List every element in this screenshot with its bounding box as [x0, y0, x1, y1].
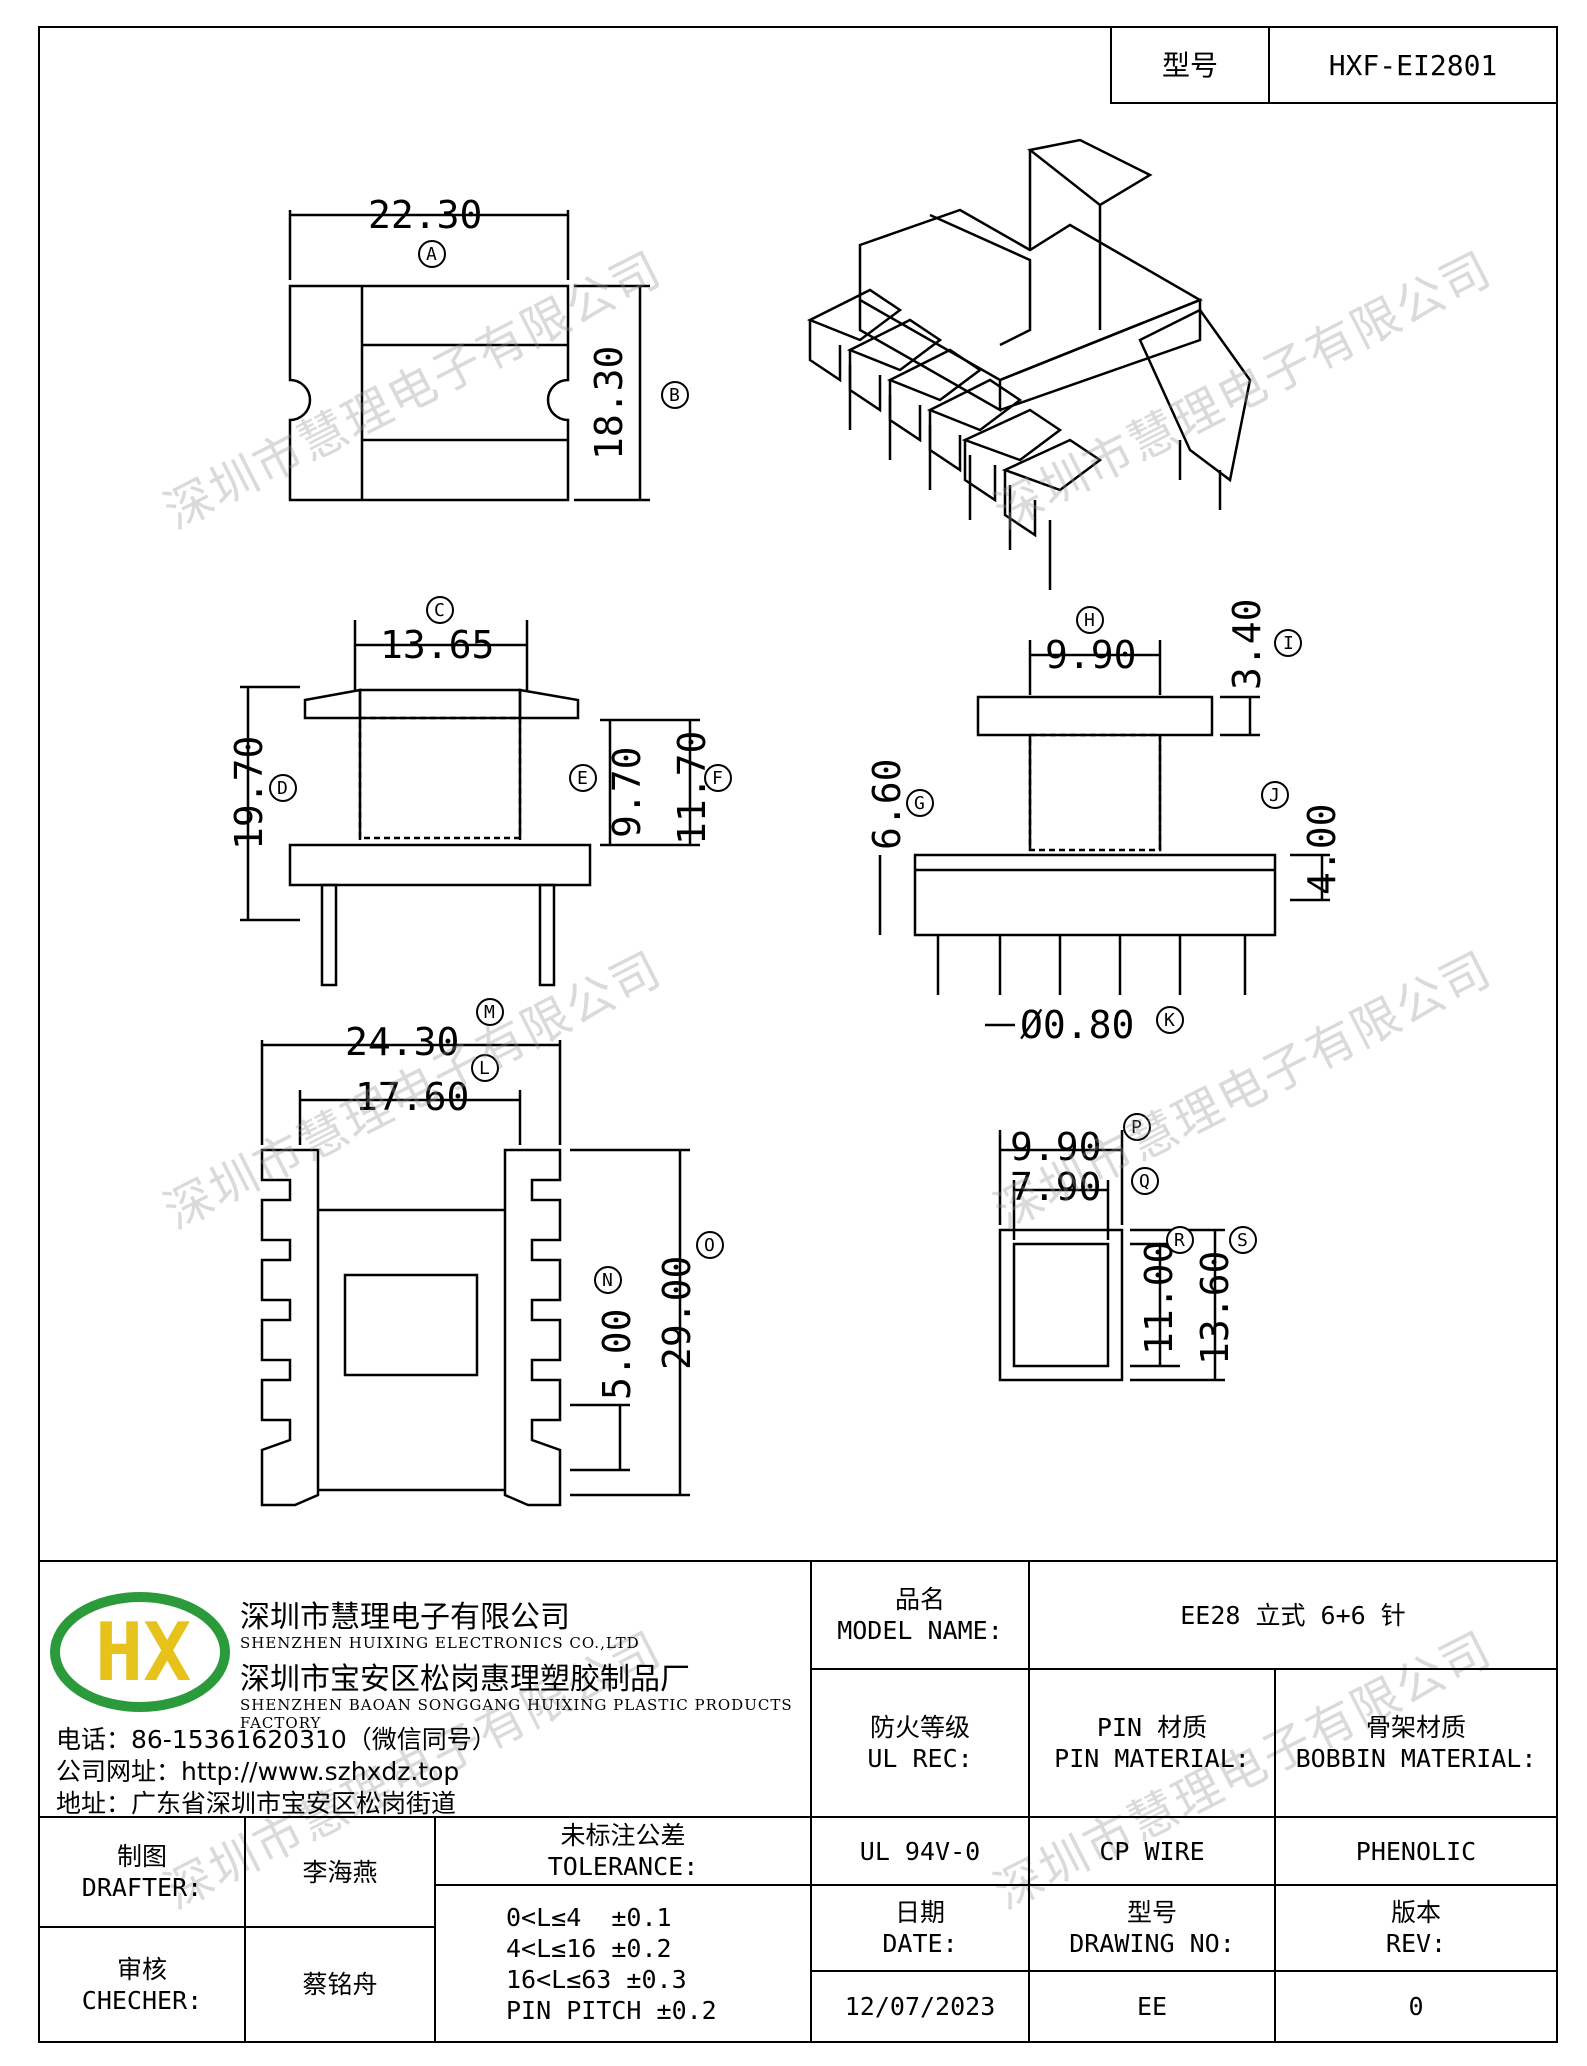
company-website[interactable]: 公司网址：http://www.szhxdz.top	[56, 1757, 460, 1786]
model-value: HXF-EI2801	[1268, 26, 1558, 104]
front-view	[240, 620, 700, 987]
dim-d: 19.70	[227, 736, 271, 850]
dim-s: 13.60	[1193, 1251, 1237, 1365]
technical-drawing: 22.30 18.30 13.65 19.70 9.70 11.70 6.60 …	[227, 138, 1344, 1507]
dim-k: Ø0.80	[1020, 1003, 1134, 1047]
dim-r: 11.00	[1137, 1241, 1181, 1355]
dim-i: 3.40	[1225, 598, 1269, 690]
drawing-no-value: EE	[1028, 1970, 1276, 2043]
svg-text:HX: HX	[95, 1606, 191, 1699]
tag-r: R	[1174, 1230, 1185, 1251]
dim-l: 17.60	[355, 1075, 469, 1119]
tag-k: K	[1164, 1010, 1175, 1031]
dim-h: 9.90	[1045, 633, 1137, 677]
dim-n: 5.00	[595, 1308, 639, 1400]
tag-l: L	[479, 1058, 490, 1079]
company-logo: HX	[50, 1592, 230, 1712]
tag-o: O	[704, 1235, 715, 1256]
dim-g: 6.60	[865, 758, 909, 850]
tolerance-values: 0<L≤4 ±0.1 4<L≤16 ±0.2 16<L≤63 ±0.3 PIN …	[434, 1884, 812, 2043]
title-block-border	[38, 1560, 1558, 1562]
tag-m: M	[484, 1002, 495, 1023]
tag-q: Q	[1139, 1171, 1150, 1192]
date-value: 12/07/2023	[810, 1970, 1030, 2043]
rev-value: 0	[1274, 1970, 1558, 2043]
tag-a: A	[426, 244, 437, 265]
dim-c: 13.65	[380, 623, 494, 667]
company-name-en: SHENZHEN HUIXING ELECTRONICS CO.,LTD	[240, 1634, 640, 1652]
tag-p: P	[1131, 1117, 1142, 1138]
dim-b: 18.30	[587, 346, 631, 460]
pin-material-value: CP WIRE	[1028, 1816, 1276, 1886]
drafter-name: 李海燕	[244, 1816, 436, 1928]
company-name-cn: 深圳市慧理电子有限公司	[240, 1600, 570, 1635]
tag-c: C	[434, 600, 445, 621]
factory-name-en: SHENZHEN BAOAN SONGGANG HUIXING PLASTIC …	[240, 1696, 793, 1732]
company-address: 地址：广东省深圳市宝安区松岗街道	[56, 1789, 457, 1818]
dim-j: 4.00	[1300, 803, 1344, 895]
bobbin-material-value: PHENOLIC	[1274, 1816, 1558, 1886]
model-name-value: EE28 立式 6+6 针	[1028, 1560, 1558, 1670]
tag-d: D	[277, 778, 288, 799]
dim-e: 9.70	[605, 746, 649, 838]
top-view	[288, 210, 650, 502]
tag-g: G	[914, 793, 925, 814]
company-phone: 电话：86-15361620310（微信同号）	[56, 1725, 497, 1754]
dim-f: 11.70	[670, 731, 714, 845]
side-view	[878, 640, 1330, 1027]
tag-h: H	[1084, 610, 1095, 631]
company-block: HX 深圳市慧理电子有限公司 SHENZHEN HUIXING ELECTRON…	[40, 1572, 810, 1822]
ul-rec-value: UL 94V-0	[810, 1816, 1030, 1886]
tag-b: B	[669, 385, 680, 406]
tag-i: I	[1283, 633, 1294, 654]
isometric-view	[806, 138, 1252, 590]
bottom-view	[260, 1040, 690, 1507]
tag-e: E	[577, 768, 588, 789]
dim-m: 24.30	[345, 1020, 459, 1064]
tag-s: S	[1237, 1230, 1248, 1251]
dim-p: 9.90	[1010, 1125, 1102, 1169]
tag-f: F	[712, 768, 723, 789]
dim-o: 29.00	[655, 1256, 699, 1370]
tag-n: N	[602, 1270, 613, 1291]
factory-name-cn: 深圳市宝安区松岗惠理塑胶制品厂	[240, 1662, 690, 1697]
dim-a: 22.30	[368, 193, 482, 237]
checker-name: 蔡铭舟	[244, 1926, 436, 2043]
tag-j: J	[1269, 785, 1280, 806]
dim-q: 7.90	[1010, 1165, 1102, 1209]
